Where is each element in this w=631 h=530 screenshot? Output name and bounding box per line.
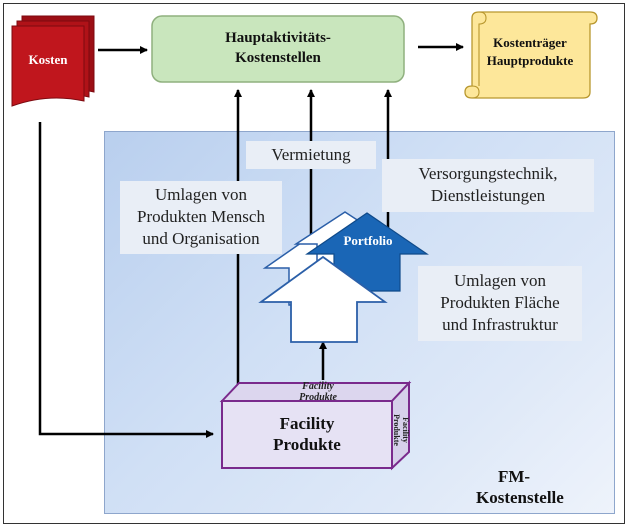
kostentraeger-label: Kostenträger Hauptprodukte xyxy=(468,34,592,70)
portfolio-label: Portfolio xyxy=(335,233,401,249)
facility-front-line1: Facility xyxy=(279,414,335,433)
facility-side-line2: Produkte xyxy=(392,414,401,446)
facility-front-line2: Produkte xyxy=(273,435,341,454)
umlagen-mensch-line1: Umlagen von xyxy=(154,185,248,204)
umlagen-flaeche-line3: und Infrastruktur xyxy=(442,315,558,334)
haupt-box xyxy=(151,15,405,83)
kostentraeger-scroll xyxy=(464,11,598,99)
kosten-text: Kosten xyxy=(28,52,68,67)
umlagen-flaeche-line1: Umlagen von xyxy=(453,271,547,290)
versorgung-line2: Dienstleistungen xyxy=(430,186,546,205)
haupt-label: Hauptaktivitäts- Kostenstellen xyxy=(152,28,404,68)
kosten-stack xyxy=(11,15,95,107)
vermietung-text: Vermietung xyxy=(271,145,351,164)
haupt-line1: Hauptaktivitäts- xyxy=(225,30,331,46)
umlagen-flaeche-line2: Produkten Fläche xyxy=(440,293,560,312)
facility-side-line1: Facility xyxy=(401,417,410,443)
versorgung-line1: Versorgungstechnik, xyxy=(418,164,558,183)
kostentraeger-line1: Kostenträger xyxy=(493,35,567,50)
kosten-label: Kosten xyxy=(12,52,84,68)
arrow-kosten-to-facility xyxy=(38,122,214,438)
facility-top-label: Facility Produkte xyxy=(262,381,374,403)
portfolio-arrows xyxy=(258,211,429,343)
umlagen-mensch-label: Umlagen von Produkten Mensch und Organis… xyxy=(120,181,282,254)
haupt-line2: Kostenstellen xyxy=(235,50,321,66)
portfolio-text: Portfolio xyxy=(343,233,393,248)
kostentraeger-line2: Hauptprodukte xyxy=(486,53,574,68)
umlagen-mensch-line2: Produkten Mensch xyxy=(137,207,265,226)
versorgung-label: Versorgungstechnik, Dienstleistungen xyxy=(382,159,594,212)
umlagen-mensch-line3: und Organisation xyxy=(142,229,260,248)
diagram-frame xyxy=(3,3,625,524)
facility-top-line2: Produkte xyxy=(299,392,337,403)
fm-line1: FM- xyxy=(498,467,531,486)
facility-top-line1: Facility xyxy=(302,381,334,392)
vermietung-label: Vermietung xyxy=(246,141,376,169)
facility-front-label: Facility Produkte xyxy=(222,413,392,455)
facility-cube xyxy=(219,380,412,471)
facility-side-label: Facility Produkte xyxy=(392,405,410,455)
fm-label: FM- Kostenstelle xyxy=(470,466,594,508)
umlagen-flaeche-label: Umlagen von Produkten Fläche und Infrast… xyxy=(418,266,582,341)
fm-line2: Kostenstelle xyxy=(476,488,564,507)
